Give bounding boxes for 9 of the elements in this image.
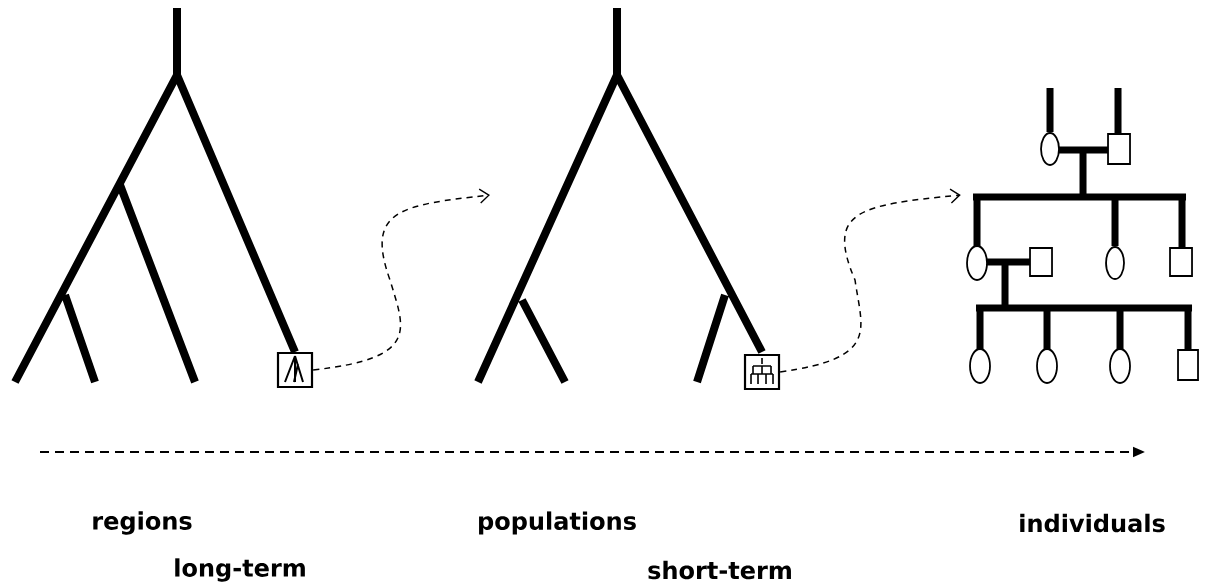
inset-box: [276, 351, 314, 389]
axis-label: populations: [479, 511, 636, 535]
dashed-arrow: [779, 188, 961, 373]
axis-label: individuals: [1020, 513, 1165, 533]
axis-label: short-term: [648, 560, 791, 580]
axis-label: regions: [93, 511, 192, 535]
inset-box: [743, 353, 781, 391]
axis-label: long-term: [175, 558, 305, 582]
dashed-arrow: [312, 188, 490, 371]
